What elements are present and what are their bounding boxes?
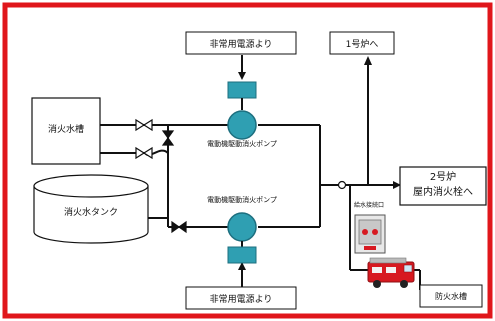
pump-upper-label: 電動機駆動消火ポンプ xyxy=(207,140,277,148)
emergency-power-top-box xyxy=(185,31,297,55)
arrow-power-bottom-icon xyxy=(238,262,246,270)
emergency-power-bottom-box xyxy=(185,286,297,310)
fire-water-tank-box xyxy=(31,97,101,165)
check-valve-icon xyxy=(337,180,347,190)
fire-water-tank-cylinder xyxy=(33,174,149,244)
unit2-box xyxy=(399,166,487,206)
motor-icon xyxy=(227,241,257,264)
pump-lower-label: 電動機駆動消火ポンプ xyxy=(207,196,277,204)
emergency-power-bottom-label: 非常用電源より xyxy=(209,294,273,305)
valve-icon xyxy=(171,220,187,234)
fire-water-tank-cylinder-label: 消火水タンク xyxy=(63,207,118,218)
unit2-label-line2: 屋内消火栓へ xyxy=(413,187,473,198)
water-inlet-panel xyxy=(354,214,386,254)
piping xyxy=(100,55,421,290)
unit2-label-line1: 2号炉 xyxy=(429,172,457,183)
pump-icon xyxy=(227,110,257,140)
arrow-power-top-icon xyxy=(238,72,246,80)
fire-truck-icon xyxy=(367,257,415,288)
motor-icon xyxy=(227,81,257,110)
arrow-to-unit2-icon xyxy=(393,181,401,189)
fire-cistern-box xyxy=(419,284,483,308)
arrow-to-unit1-icon xyxy=(364,56,372,65)
valve-icon xyxy=(135,146,153,160)
fire-cistern-label: 防火水槽 xyxy=(435,291,467,301)
unit1-box xyxy=(329,31,395,55)
fire-water-tank-box-label: 消火水槽 xyxy=(47,124,84,135)
water-inlet-label: 給水接続口 xyxy=(353,202,384,209)
pump-icon xyxy=(227,212,257,242)
diagram-frame xyxy=(2,2,493,319)
emergency-power-top-label: 非常用電源より xyxy=(209,39,273,50)
valve-icon xyxy=(135,118,153,132)
unit1-label: 1号炉へ xyxy=(345,39,379,50)
valve-icon xyxy=(161,130,175,146)
